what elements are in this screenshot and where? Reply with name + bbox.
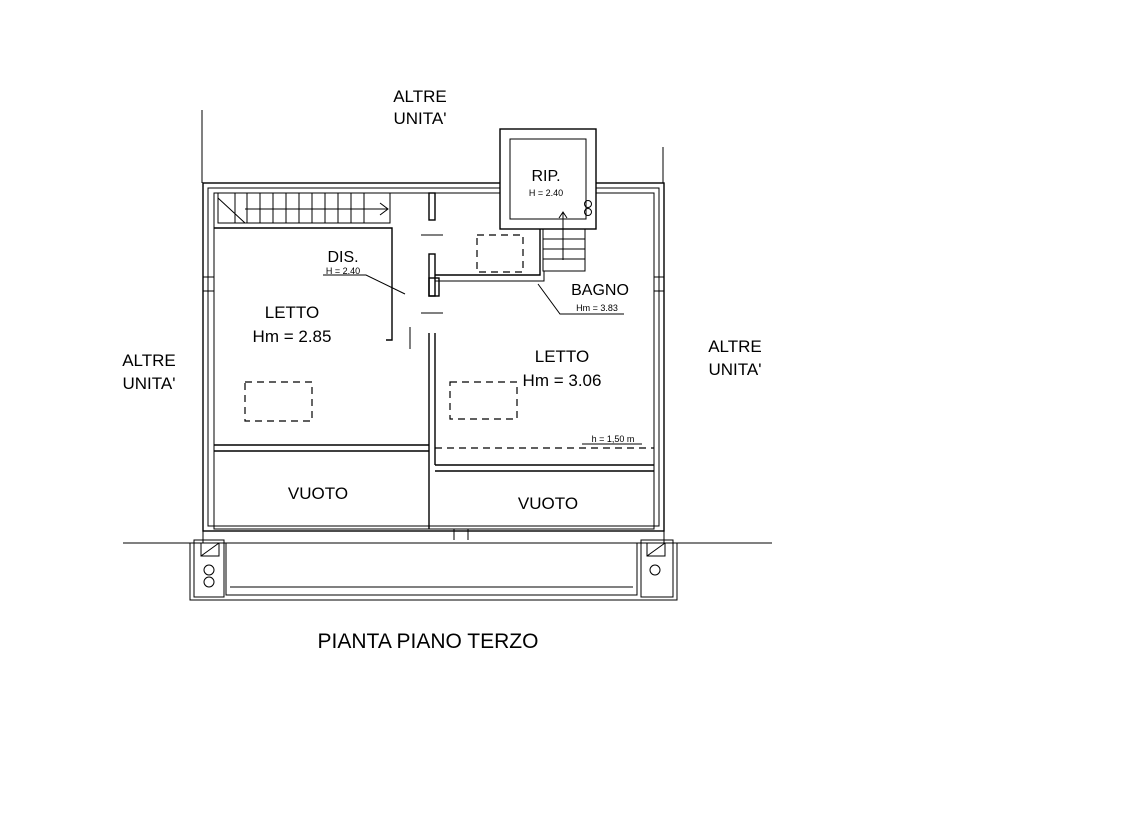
room-name-letto-right: LETTO [535,347,589,366]
balcony [189,529,678,601]
room-height-letto-right: Hm = 3.06 [523,371,602,390]
neighbor-label-left-1: ALTRE [122,351,176,370]
room-name-vuoto-right: VUOTO [518,494,578,513]
window-left [202,276,215,292]
drain-icon [649,564,661,576]
boundary-lines [123,110,772,544]
window-right [653,276,665,292]
left-pillar [193,539,225,598]
interior-walls [214,192,654,540]
room-name-rip: RIP. [531,168,560,185]
right-pillar [640,539,674,598]
height-note: h = 1,50 m [592,434,635,444]
outer-walls [202,182,665,532]
room-name-dis: DIS. [327,249,358,266]
neighbor-label-top-1: ALTRE [393,87,447,106]
room-height-rip: H = 2.40 [529,188,563,198]
room-height-letto-left: Hm = 2.85 [253,327,332,346]
drain-icon [203,576,215,588]
staircase [217,192,391,224]
neighbor-label-left-2: UNITA' [123,374,176,393]
room-name-vuoto-left: VUOTO [288,484,348,503]
leader-lines [323,274,642,445]
room-height-bagno: Hm = 3.83 [576,303,618,313]
drain-icon [203,564,215,576]
dashed-elements [244,234,654,449]
room-height-dis: H = 2.40 [326,266,360,276]
room-name-bagno: BAGNO [571,282,629,299]
neighbor-label-right-2: UNITA' [709,360,762,379]
room-name-letto-left: LETTO [265,303,319,322]
storage-room [499,128,597,272]
neighbor-label-right-1: ALTRE [708,337,762,356]
plan-title: PIANTA PIANO TERZO [318,630,539,653]
neighbor-label-top-2: UNITA' [394,109,447,128]
